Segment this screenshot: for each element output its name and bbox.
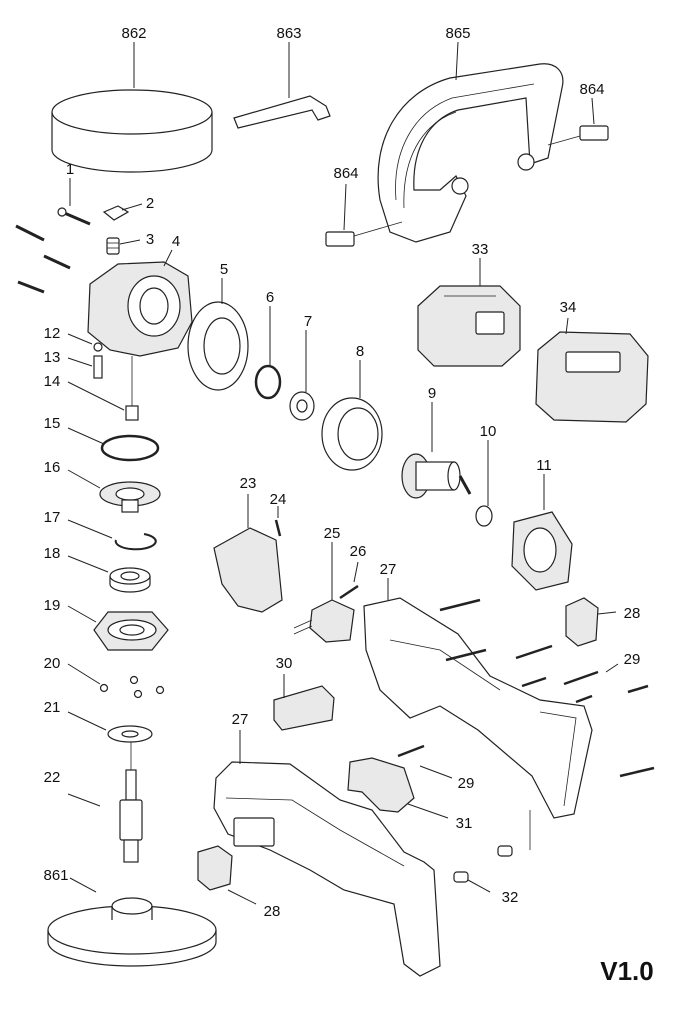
part-16-bevel-gear xyxy=(99,481,161,513)
version-label: V1.0 xyxy=(600,956,654,986)
label-31: 31 xyxy=(456,815,473,832)
label-2: 2 xyxy=(146,195,154,212)
label-863: 863 xyxy=(276,25,301,42)
label-18: 18 xyxy=(44,545,61,562)
part-24-screw xyxy=(274,519,282,537)
part-27-housing-lower xyxy=(213,761,441,977)
part-6-o-ring xyxy=(254,364,282,400)
label-20: 20 xyxy=(44,655,61,672)
label-34: 34 xyxy=(560,299,577,316)
part-864-screw-left xyxy=(325,221,403,247)
part-22-spindle xyxy=(119,769,143,863)
part-29-screw-lower xyxy=(397,744,425,758)
label-5: 5 xyxy=(220,261,228,278)
label-3: 3 xyxy=(146,231,154,248)
part-12-ring xyxy=(93,342,103,352)
part-28-cover-right xyxy=(565,597,599,647)
part-13-pin xyxy=(93,355,103,379)
part-2-latch xyxy=(102,205,130,221)
label-30: 30 xyxy=(276,655,293,672)
part-9-armature xyxy=(401,453,472,499)
label-27-lower: 27 xyxy=(232,711,249,728)
part-15-o-ring xyxy=(100,434,160,462)
label-29-lower: 29 xyxy=(458,775,475,792)
part-labels: 862 863 865 864 864 1 2 3 4 5 6 7 8 9 10… xyxy=(43,25,653,986)
label-27-upper: 27 xyxy=(380,561,397,578)
label-32: 32 xyxy=(502,889,519,906)
label-33: 33 xyxy=(472,241,489,258)
label-16: 16 xyxy=(44,459,61,476)
label-11: 11 xyxy=(536,457,552,474)
label-1: 1 xyxy=(66,161,74,178)
part-28-cover-lower xyxy=(197,845,233,891)
label-4: 4 xyxy=(172,233,180,250)
label-28-right: 28 xyxy=(624,605,641,622)
label-26: 26 xyxy=(350,543,367,560)
part-861-backing-pad xyxy=(47,897,217,967)
part-863-hex-key xyxy=(233,95,331,129)
label-23: 23 xyxy=(240,475,257,492)
label-864-right: 864 xyxy=(579,81,604,98)
part-20-screws xyxy=(99,675,165,699)
label-15: 15 xyxy=(44,415,61,432)
label-7: 7 xyxy=(304,313,312,330)
label-29-right: 29 xyxy=(624,651,641,668)
label-862: 862 xyxy=(121,25,146,42)
part-865-loop-handle xyxy=(377,63,564,243)
part-5-flange xyxy=(187,301,249,391)
label-864-left: 864 xyxy=(333,165,358,182)
part-30-switch-lever xyxy=(273,685,335,731)
part-25-controller xyxy=(293,599,355,643)
part-14-bushing xyxy=(125,405,139,421)
part-18-bearing xyxy=(109,567,151,593)
part-21-washer xyxy=(107,725,153,743)
label-24: 24 xyxy=(270,491,287,508)
part-27-housing-upper xyxy=(363,597,593,819)
part-3-spring xyxy=(106,237,120,255)
label-8: 8 xyxy=(356,343,364,360)
label-17: 17 xyxy=(44,509,61,526)
part-1-screw xyxy=(57,207,91,226)
label-25: 25 xyxy=(324,525,341,542)
part-33-battery xyxy=(417,285,521,367)
label-10: 10 xyxy=(480,423,497,440)
label-19: 19 xyxy=(44,597,61,614)
label-13: 13 xyxy=(44,349,61,366)
part-31-switch xyxy=(347,757,415,813)
part-34-charger xyxy=(535,331,649,423)
part-864-screw-right xyxy=(547,125,609,146)
label-12: 12 xyxy=(44,325,61,342)
label-28-lower: 28 xyxy=(264,903,281,920)
housing-screws-right xyxy=(439,598,655,778)
part-26-screw xyxy=(339,584,359,600)
part-11-stator xyxy=(511,511,573,591)
part-862-foam-pad xyxy=(51,89,213,173)
label-865: 865 xyxy=(445,25,470,42)
label-861: 861 xyxy=(43,867,68,884)
part-8-fan-baffle xyxy=(321,397,383,471)
part-17-retaining-ring xyxy=(114,533,157,551)
part-10-bearing xyxy=(475,505,493,527)
label-14: 14 xyxy=(44,373,61,390)
label-9: 9 xyxy=(428,385,436,402)
part-32-pin xyxy=(453,845,513,883)
label-6: 6 xyxy=(266,289,274,306)
part-7-bearing xyxy=(289,391,315,421)
housing-screws xyxy=(15,224,71,294)
part-4-gear-housing xyxy=(87,261,193,357)
label-22: 22 xyxy=(44,769,61,786)
part-19-bearing-box xyxy=(93,611,169,651)
label-21: 21 xyxy=(44,699,61,716)
part-23-switch-holder xyxy=(213,527,283,613)
